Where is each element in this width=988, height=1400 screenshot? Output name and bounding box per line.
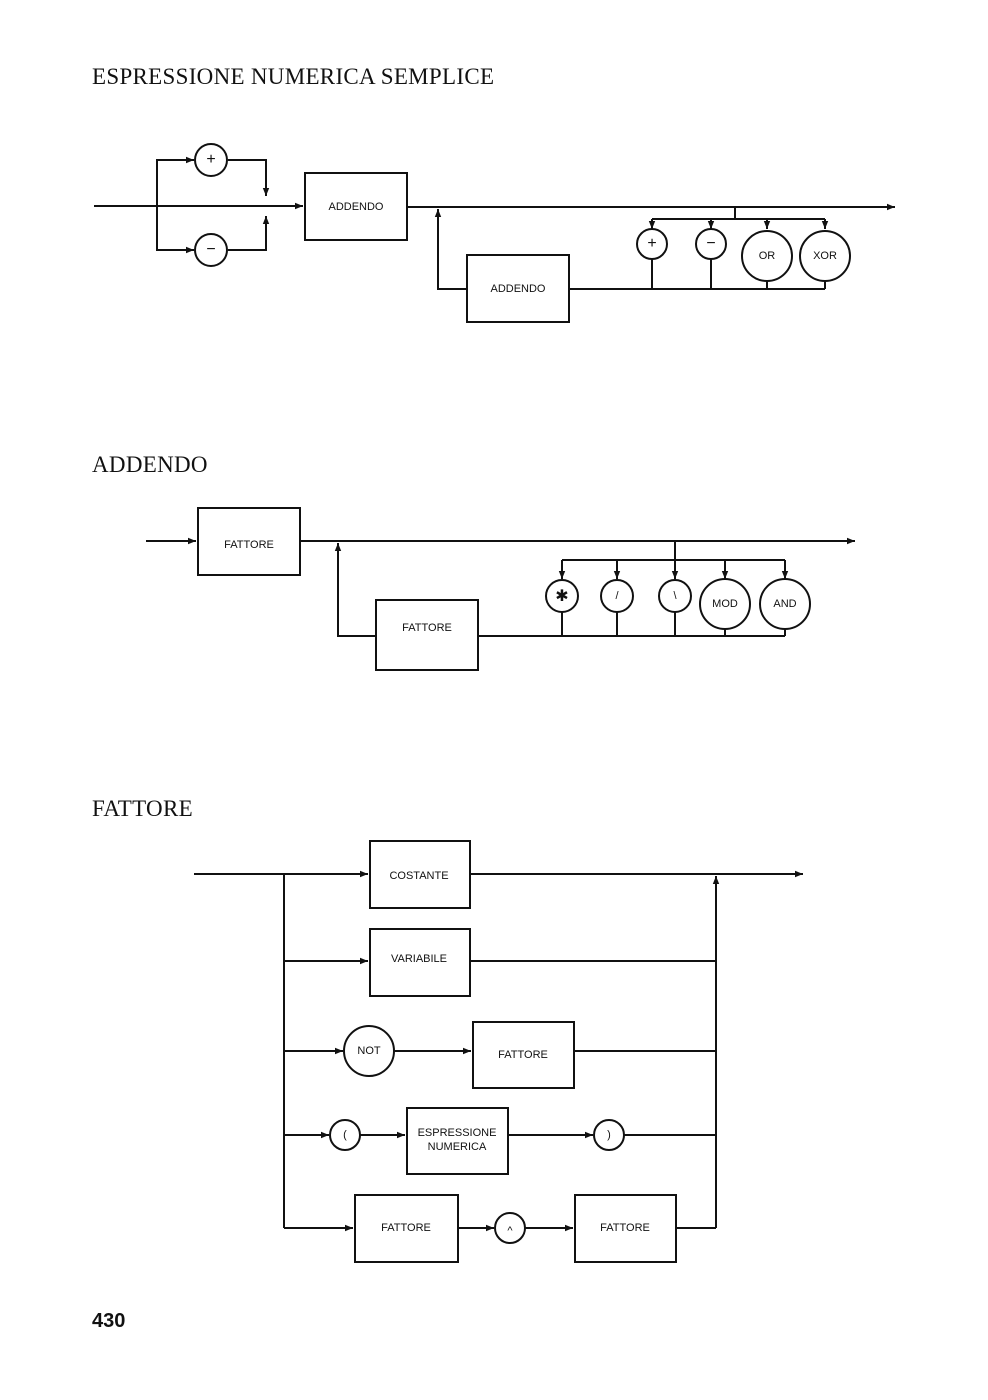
flow-line	[156, 206, 194, 254]
nonterminal-fattore-not-label: FATTORE	[498, 1049, 548, 1061]
terminal-op-and-label: AND	[773, 598, 796, 610]
nonterminal-fattore-base	[354, 1194, 459, 1263]
diagram-addendo: FATTORE ✱ / \ MOD AND FATTORE	[146, 507, 855, 671]
terminal-op-intdiv-label: \	[673, 590, 677, 602]
nonterminal-fattore	[197, 507, 301, 576]
nonterminal-fattore-loop-label: FATTORE	[402, 622, 452, 634]
nonterminal-variabile-label: VARIABILE	[391, 953, 447, 965]
terminal-sign-minus	[194, 233, 228, 267]
section-title-espressione: ESPRESSIONE NUMERICA SEMPLICE	[92, 64, 495, 89]
terminal-not-label: NOT	[357, 1045, 381, 1057]
terminal-sign-minus-label: −	[206, 241, 215, 258]
terminal-paren-open-label: (	[343, 1129, 347, 1141]
nonterminal-fattore-exponent	[574, 1194, 677, 1263]
flow-line	[228, 159, 270, 196]
nonterminal-costante-label: COSTANTE	[389, 870, 448, 882]
flow-line	[228, 216, 270, 251]
nonterminal-fattore-loop	[375, 599, 479, 671]
nonterminal-fattore-not	[472, 1021, 575, 1089]
flow-line	[434, 209, 467, 290]
terminal-op-xor-label: XOR	[813, 250, 837, 262]
nonterminal-espressione-label-line1: ESPRESSIONE	[418, 1127, 497, 1139]
terminal-power-label: ^	[507, 1225, 513, 1237]
terminal-op-plus-label: +	[647, 235, 656, 252]
nonterminal-fattore-label: FATTORE	[224, 539, 274, 551]
terminal-op-mod-label: MOD	[712, 598, 738, 610]
page-number: 430	[92, 1310, 126, 1332]
terminal-paren-close-label: )	[607, 1129, 611, 1141]
terminal-op-mul-label: ✱	[555, 588, 568, 605]
flow-line	[156, 156, 194, 206]
nonterminal-espressione-label-line2: NUMERICA	[428, 1141, 487, 1153]
nonterminal-addendo	[304, 172, 408, 241]
terminal-sign-plus-label: +	[206, 151, 215, 168]
nonterminal-fattore-exponent-label: FATTORE	[600, 1222, 650, 1234]
section-title-fattore: FATTORE	[92, 796, 193, 821]
nonterminal-variabile	[369, 928, 471, 997]
nonterminal-addendo-label: ADDENDO	[328, 201, 383, 213]
nonterminal-addendo-loop	[466, 254, 570, 323]
terminal-op-minus-label: −	[706, 235, 715, 252]
nonterminal-espressione-numerica	[406, 1107, 509, 1175]
terminal-op-div-label: /	[615, 590, 619, 602]
section-title-addendo: ADDENDO	[92, 452, 208, 477]
diagram-espressione: + − ADDENDO + − OR XOR ADDENDO	[94, 143, 895, 323]
flow-line	[334, 543, 376, 637]
nonterminal-fattore-base-label: FATTORE	[381, 1222, 431, 1234]
terminal-sign-plus	[194, 143, 228, 177]
terminal-op-or-label: OR	[759, 250, 776, 262]
nonterminal-addendo-loop-label: ADDENDO	[490, 283, 545, 295]
diagram-fattore: COSTANTE VARIABILE NOT FATTORE ( ESPRESS…	[194, 840, 803, 1263]
nonterminal-costante	[369, 840, 471, 909]
